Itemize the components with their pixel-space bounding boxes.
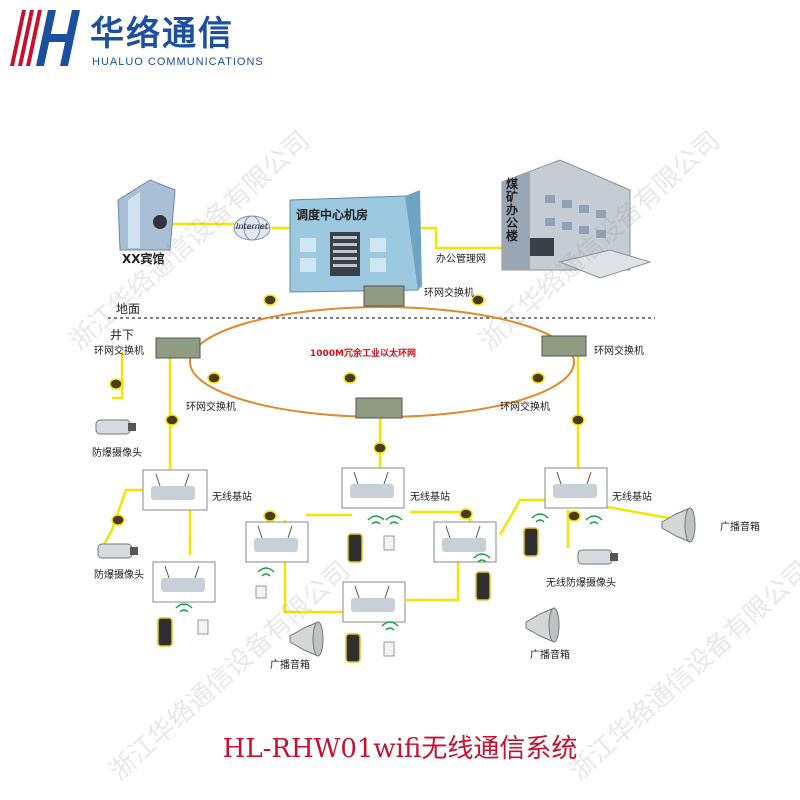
coal-office-building-icon [501,159,652,279]
ground-label: 地面 [116,302,141,316]
ring-switch-label-top: 环网交换机 [424,288,474,299]
logo-english-name: HUALUO COMMUNICATIONS [92,56,264,68]
ring-switch-label-left: 环网交换机 [94,346,144,357]
ring-switch-label-right: 环网交换机 [594,346,644,357]
speaker-label-right: 广播音箱 [720,522,760,533]
internet-globe-icon [233,215,271,241]
ring-switch-label-lower-left: 环网交换机 [186,402,236,413]
connector-badges [109,294,585,526]
wifi-camera-small-icons [197,535,395,657]
footer-title: HL-RHW01wifi无线通信系统 [222,734,578,764]
camera-label-2: 防爆摄像头 [94,570,144,581]
hotel-building-icon [117,179,176,251]
ring-switch-devices [155,285,587,419]
logo-chinese-name: 华络通信 [90,14,234,54]
speaker-label-bottom-left: 广播音箱 [270,660,310,671]
wifi-signal-icons [175,513,603,631]
ring-switch-label-lower-right: 环网交换机 [500,402,550,413]
handheld-phone-icons [157,527,539,663]
base-station-label-right: 无线基站 [612,492,652,503]
base-station-label-left: 无线基站 [212,492,252,503]
broadcast-speaker-icons [289,507,696,657]
wireless-camera-label: 无线防爆摄像头 [546,578,616,589]
dispatch-center-label: 调度中心机房 [296,208,369,222]
office-network-label: 办公管理网 [436,254,486,265]
wireless-base-stations [142,467,608,623]
internet-label: Internet [236,222,268,231]
underground-label: 井下 [110,328,135,342]
logo-mark-icon [10,10,80,66]
dispatch-center-building-icon [289,190,422,293]
hotel-label: XX宾馆 [122,252,165,266]
coal-office-label: 煤矿办公楼 [506,177,519,243]
ring-network-label: 1000M冗余工业以太环网 [310,349,417,359]
speaker-label-bottom-right: 广播音箱 [530,650,570,661]
camera-label-1: 防爆摄像头 [92,448,142,459]
base-station-label-center: 无线基站 [410,492,450,503]
explosion-proof-camera-icons [95,419,618,565]
